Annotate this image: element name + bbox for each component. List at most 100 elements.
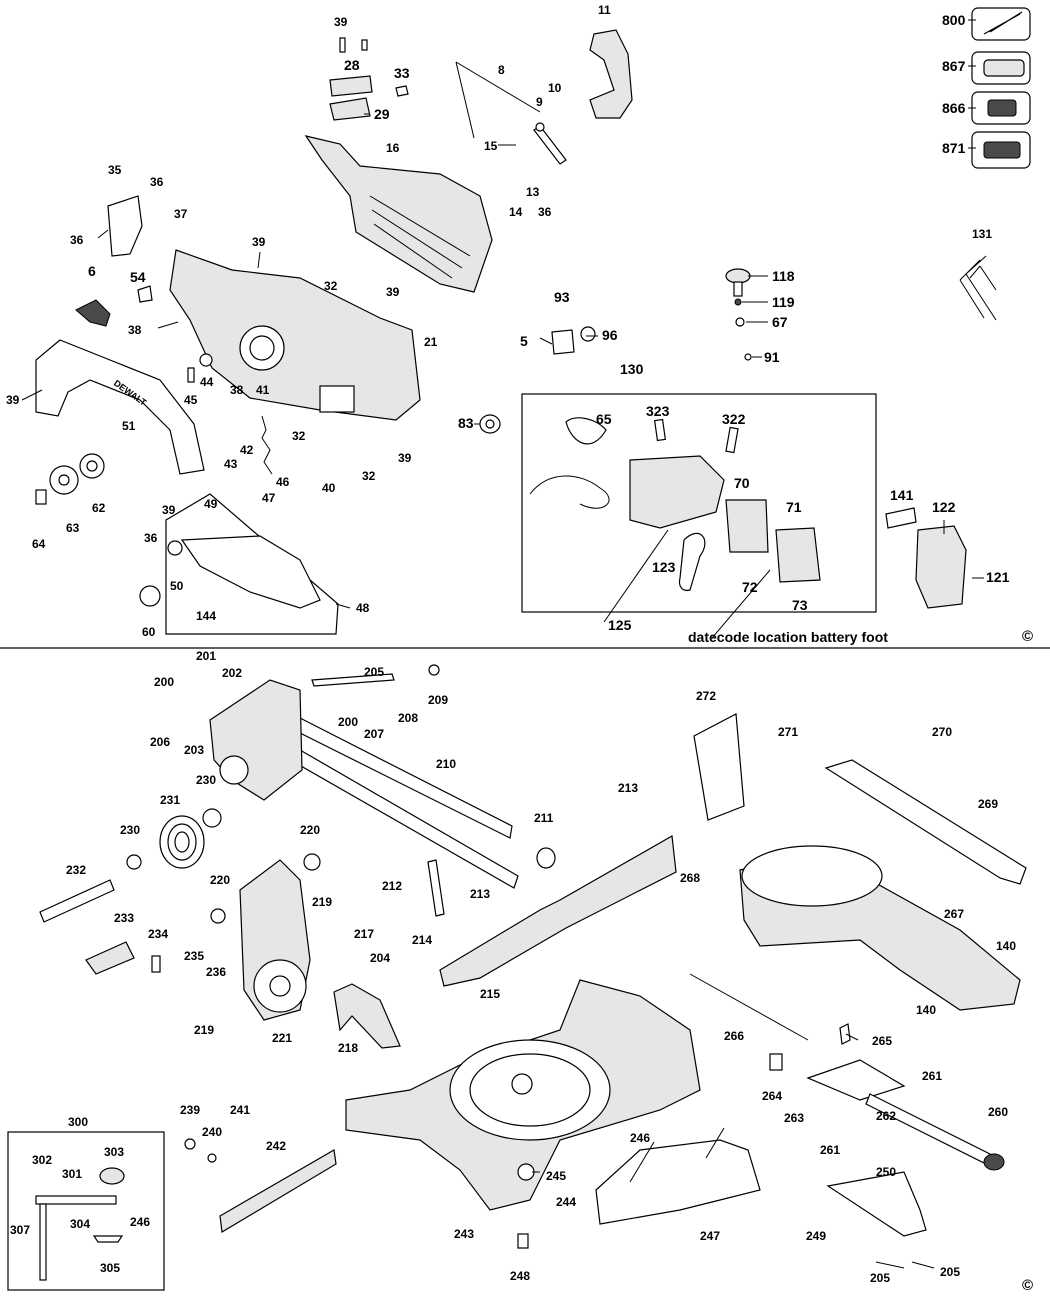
part-label: 13	[526, 185, 540, 199]
part-label: 60	[142, 625, 156, 639]
part-label: 217	[354, 927, 374, 941]
part-label: 65	[596, 411, 612, 427]
part-label: 243	[454, 1227, 474, 1241]
part-label: 300	[68, 1115, 88, 1129]
part-label: 231	[160, 793, 180, 807]
part-label: 8	[498, 63, 505, 77]
part-label: 269	[978, 797, 998, 811]
part-label: 96	[602, 327, 618, 343]
part-label: 219	[194, 1023, 214, 1037]
part-label: 32	[362, 469, 376, 483]
part-label: 272	[696, 689, 716, 703]
part-label: 262	[876, 1109, 896, 1123]
part-label: 301	[62, 1167, 82, 1181]
part-label: 39	[252, 235, 266, 249]
part-label: 6	[88, 263, 96, 279]
part-label: 203	[184, 743, 204, 757]
part-label: 304	[70, 1217, 90, 1231]
part-label: 268	[680, 871, 700, 885]
part-label: 215	[480, 987, 500, 1001]
leader-lines	[21, 19, 997, 1269]
part-label: 93	[554, 289, 570, 305]
part-label: 125	[608, 617, 632, 633]
part-label: 32	[324, 279, 338, 293]
part-label: 205	[940, 1265, 960, 1279]
part-label: 14	[509, 205, 523, 219]
part-label: 15	[484, 139, 498, 153]
part-label: 118	[772, 268, 795, 284]
part-label: 239	[180, 1103, 200, 1117]
part-label: 270	[932, 725, 952, 739]
part-label: 37	[174, 207, 188, 221]
part-label: 38	[230, 383, 244, 397]
part-label: 209	[428, 693, 448, 707]
part-label: 35	[108, 163, 122, 177]
accessory-label: 800	[942, 12, 966, 28]
part-label: 43	[224, 457, 238, 471]
part-label: 249	[806, 1229, 826, 1243]
part-label: 218	[338, 1041, 358, 1055]
copyright-mark: ©	[1022, 628, 1033, 645]
part-label: 41	[256, 383, 270, 397]
part-label: 208	[398, 711, 418, 725]
part-label: 205	[364, 665, 384, 679]
part-label: 36	[144, 531, 158, 545]
part-label: 131	[972, 227, 992, 241]
part-label: 211	[534, 811, 554, 825]
part-label: 201	[196, 649, 216, 663]
part-label: 63	[66, 521, 80, 535]
part-label: 261	[820, 1143, 840, 1157]
part-label: 33	[394, 65, 410, 81]
bottom-part-labels: 201 202 205 200 209 206 203 200 207 208 …	[10, 649, 1033, 1294]
part-label: 67	[772, 314, 788, 330]
part-label: 233	[114, 911, 134, 925]
part-label: 221	[272, 1031, 292, 1045]
part-label: 40	[322, 481, 336, 495]
top-part-labels: 39 28 33 29 11 8 9 10 15 16 14 13 36 35 …	[6, 3, 1033, 645]
part-label: 11	[598, 3, 611, 17]
part-label: 260	[988, 1105, 1008, 1119]
part-label: 39	[386, 285, 400, 299]
part-label: 220	[210, 873, 230, 887]
accessory-label: 867	[942, 58, 966, 74]
copyright-mark: ©	[1022, 1277, 1033, 1294]
part-label: 36	[70, 233, 84, 247]
part-label: 244	[556, 1195, 576, 1209]
part-label: 10	[548, 81, 562, 95]
part-label: 28	[344, 57, 360, 73]
part-label: 48	[356, 601, 370, 615]
part-label: 200	[154, 675, 174, 689]
part-label: 242	[266, 1139, 286, 1153]
part-label: 248	[510, 1269, 530, 1283]
part-label: 73	[792, 597, 808, 613]
part-label: 250	[876, 1165, 896, 1179]
part-label: 220	[300, 823, 320, 837]
part-label: 62	[92, 501, 106, 515]
part-label: 241	[230, 1103, 250, 1117]
part-label: 240	[202, 1125, 222, 1139]
part-label: 50	[170, 579, 184, 593]
part-label: 140	[996, 939, 1016, 953]
part-label: 45	[184, 393, 198, 407]
part-label: 51	[122, 419, 136, 433]
part-label: 261	[922, 1069, 942, 1083]
part-label: 207	[364, 727, 384, 741]
part-label: 213	[618, 781, 638, 795]
top-artwork: DEWALT	[35, 7, 1031, 635]
part-label: 264	[762, 1089, 782, 1103]
part-label: 91	[764, 349, 780, 365]
part-label: 121	[986, 569, 1010, 585]
part-label: 236	[206, 965, 226, 979]
part-label: 54	[130, 269, 146, 285]
part-label: 32	[292, 429, 306, 443]
part-label: 38	[128, 323, 142, 337]
part-label: 303	[104, 1145, 124, 1159]
part-label: 44	[200, 375, 214, 389]
part-label: 36	[150, 175, 164, 189]
part-label: 322	[722, 411, 746, 427]
part-label: 271	[778, 725, 798, 739]
part-label: 46	[276, 475, 290, 489]
part-label: 36	[538, 205, 552, 219]
part-label: 140	[916, 1003, 936, 1017]
datecode-note: datecode location battery foot	[688, 629, 888, 645]
